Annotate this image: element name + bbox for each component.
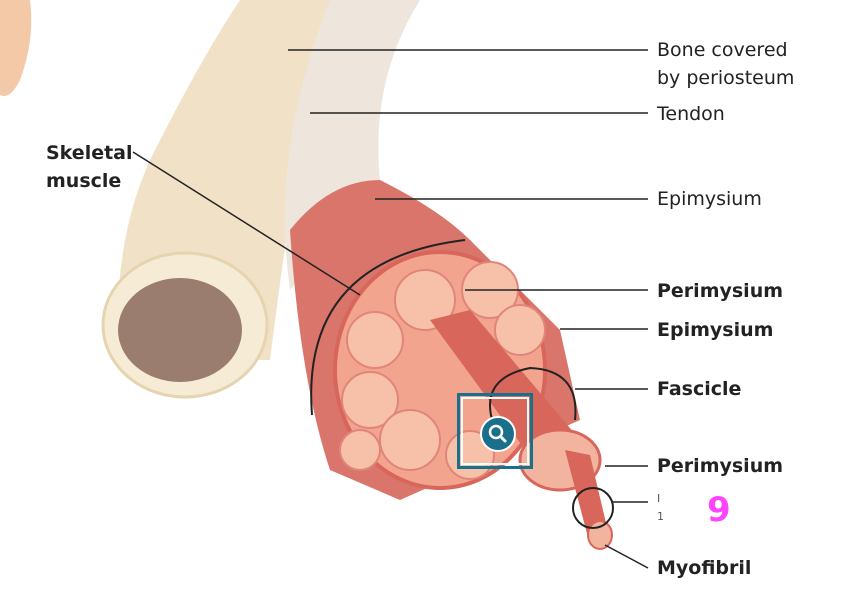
marker-number: 9 xyxy=(707,490,731,530)
zoom-button[interactable] xyxy=(457,393,533,469)
label-fascicle: Fascicle xyxy=(657,378,742,400)
magnifier-icon xyxy=(480,416,516,452)
label-bone: Bone covered by periosteum xyxy=(657,39,795,89)
label-skeletal-muscle: Skeletal muscle xyxy=(46,142,133,192)
label-tendon: Tendon xyxy=(657,103,725,125)
label-myofibril: Myofibril xyxy=(657,557,752,579)
label-perimysium-1: Perimysium xyxy=(657,280,784,302)
label-hidden: I 1 xyxy=(657,492,664,523)
hand-illustration xyxy=(0,0,32,96)
leader-lines xyxy=(132,49,649,569)
label-perimysium-2: Perimysium xyxy=(657,455,784,477)
bone-marrow xyxy=(118,278,242,382)
label-epimysium-2: Epimysium xyxy=(657,319,774,341)
label-epimysium-top: Epimysium xyxy=(657,188,762,210)
fascicle-shape xyxy=(430,310,580,470)
